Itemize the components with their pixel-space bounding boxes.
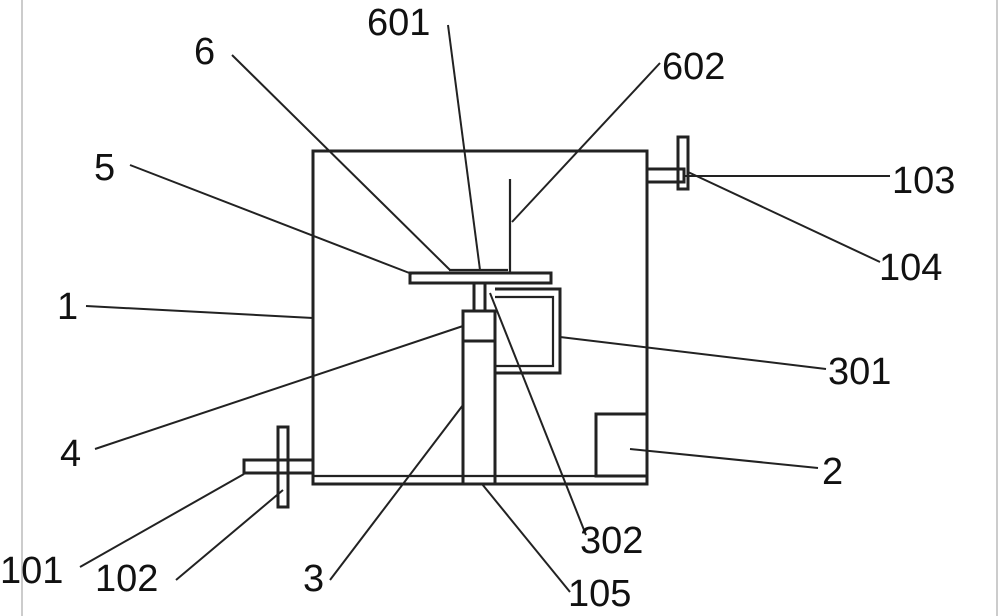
leader-104	[687, 171, 881, 263]
leader-5	[129, 164, 413, 275]
label-3: 3	[303, 558, 324, 600]
label-104: 104	[879, 247, 942, 289]
label-301: 301	[828, 351, 891, 393]
leader-4	[94, 325, 464, 450]
leader-1	[85, 305, 314, 319]
label-302: 302	[580, 520, 643, 562]
label-2: 2	[822, 451, 843, 493]
leader-302	[489, 292, 587, 536]
label-1: 1	[57, 286, 78, 328]
right-mount-flange	[676, 135, 690, 191]
leader-105	[481, 483, 571, 593]
leader-6	[231, 54, 451, 271]
label-103: 103	[892, 160, 955, 202]
label-105: 105	[568, 573, 631, 615]
side-bracket	[495, 287, 562, 375]
label-601: 601	[367, 2, 430, 44]
actuator-head	[461, 309, 497, 343]
vertical-post	[461, 339, 497, 486]
leader-2	[629, 448, 819, 469]
label-4: 4	[60, 433, 81, 475]
leader-301	[559, 336, 827, 370]
rotating-plate	[408, 271, 553, 285]
corner-box	[594, 412, 649, 478]
label-101: 101	[0, 550, 63, 592]
leader-601	[447, 24, 481, 271]
leader-101	[79, 473, 245, 568]
leader-3	[329, 404, 464, 581]
side-bracket-inner	[495, 295, 555, 368]
left-mount-flange	[276, 425, 290, 509]
leader-602	[511, 62, 661, 223]
label-102: 102	[95, 558, 158, 600]
support-stem	[472, 281, 487, 313]
leader-102	[175, 489, 284, 581]
label-6: 6	[194, 31, 215, 73]
label-5: 5	[94, 147, 115, 189]
label-602: 602	[662, 46, 725, 88]
